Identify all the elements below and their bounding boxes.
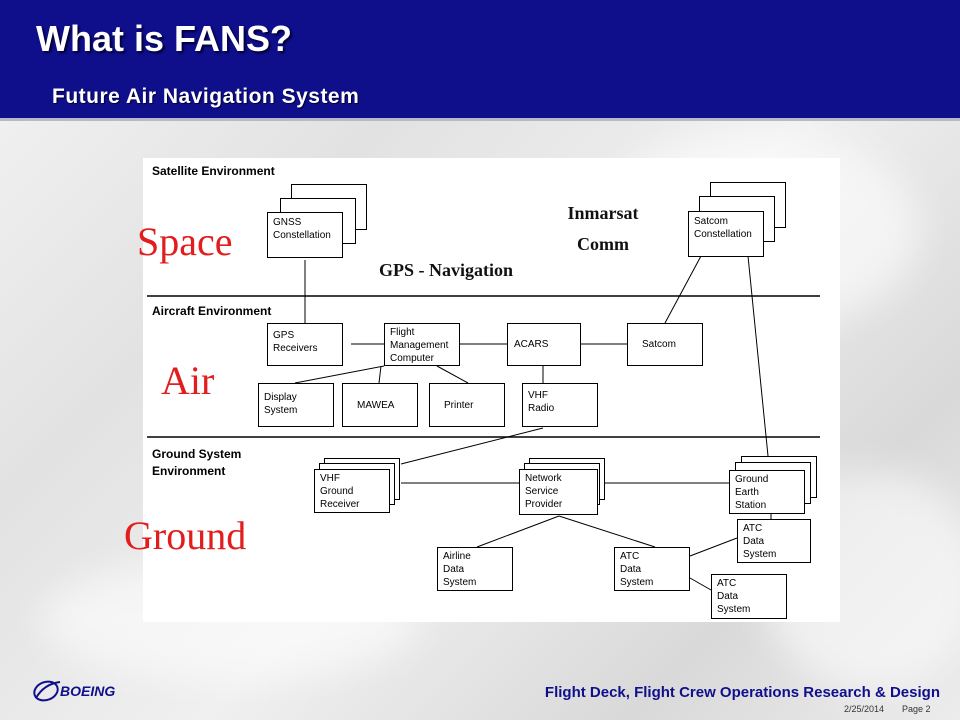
boeing-logo: BOEING bbox=[33, 680, 115, 702]
ground-environment-label-line2: Environment bbox=[152, 464, 226, 478]
slide-subtitle: Future Air Navigation System bbox=[52, 85, 360, 108]
satellite-environment-label: Satellite Environment bbox=[152, 164, 275, 178]
ground-layer-label: Ground bbox=[124, 513, 247, 558]
aircraft-environment-label: Aircraft Environment bbox=[152, 304, 272, 318]
inmarsat-annotation-line2: Comm bbox=[577, 234, 629, 254]
footer-page-number: Page 2 bbox=[902, 704, 931, 714]
mawea-box: MAWEA bbox=[342, 383, 418, 427]
space-layer-label: Space bbox=[137, 219, 233, 264]
satcom-box: Satcom bbox=[627, 323, 703, 366]
inmarsat-annotation-line1: Inmarsat bbox=[567, 203, 639, 223]
gps-navigation-annotation: GPS - Navigation bbox=[378, 260, 513, 280]
boeing-logo-text: BOEING bbox=[60, 683, 115, 699]
air-layer-label: Air bbox=[161, 358, 215, 403]
slide-title: What is FANS? bbox=[36, 18, 293, 59]
fans-architecture-diagram: Satellite Environment Aircraft Environme… bbox=[143, 158, 840, 622]
slide-header: What is FANS? Future Air Navigation Syst… bbox=[0, 0, 960, 121]
printer-box: Printer bbox=[429, 383, 505, 427]
footer-department: Flight Deck, Flight Crew Operations Rese… bbox=[544, 684, 940, 701]
ground-environment-label-line1: Ground System bbox=[152, 447, 242, 461]
diagram-connectors bbox=[147, 255, 820, 591]
footer-date: 2/25/2014 bbox=[844, 704, 885, 714]
acars-box: ACARS bbox=[507, 323, 581, 366]
